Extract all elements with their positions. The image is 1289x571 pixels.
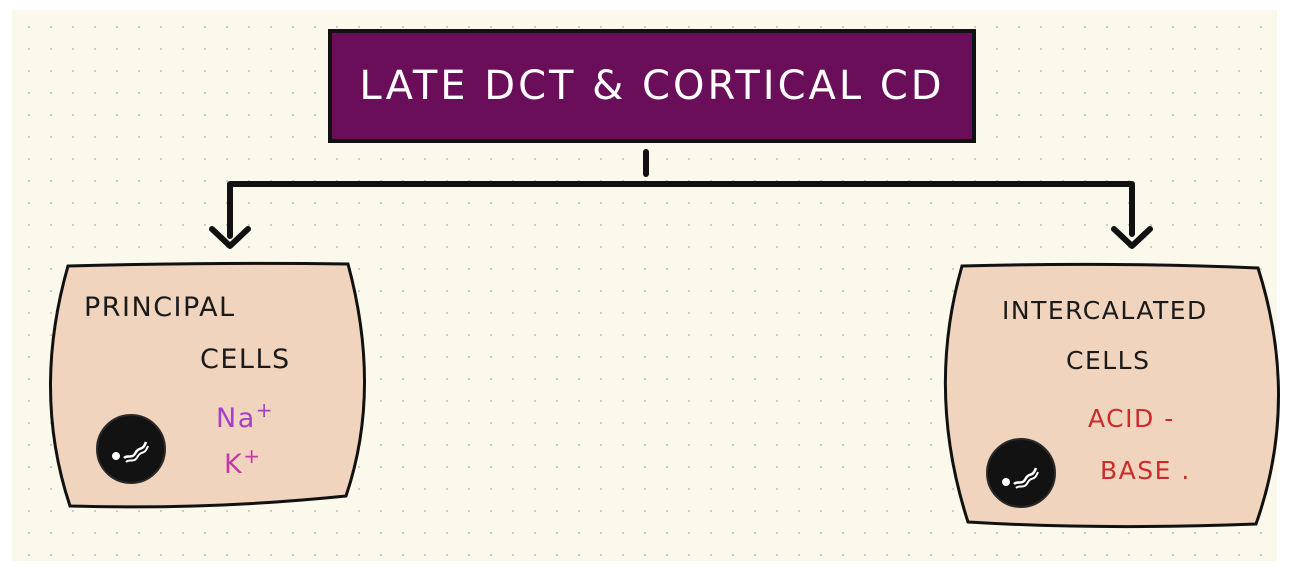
base-label: BASE . [1100,456,1191,485]
potassium-charge: + [243,444,262,468]
principal-heading-line1: PRINCIPAL [84,292,236,323]
potassium-ion-label: K+ [224,444,261,480]
intercalated-heading-line2: CELLS [1066,346,1151,375]
intercalated-heading-line1: INTERCALATED [1002,296,1208,325]
title-text: LATE DCT & CORTICAL CD [359,63,945,109]
sodium-symbol: Na [216,403,256,434]
acid-label: ACID - [1088,404,1175,433]
right-arrowhead [1111,226,1153,249]
left-arrowhead [209,226,251,249]
cell-icon [96,414,166,484]
sodium-charge: + [255,398,275,422]
principal-heading-line2: CELLS [200,344,291,375]
potassium-symbol: K [224,449,244,480]
sodium-ion-label: Na+ [216,398,274,434]
cell-icon [986,438,1056,508]
title-box: LATE DCT & CORTICAL CD [328,29,976,143]
branch-line [227,181,1135,239]
